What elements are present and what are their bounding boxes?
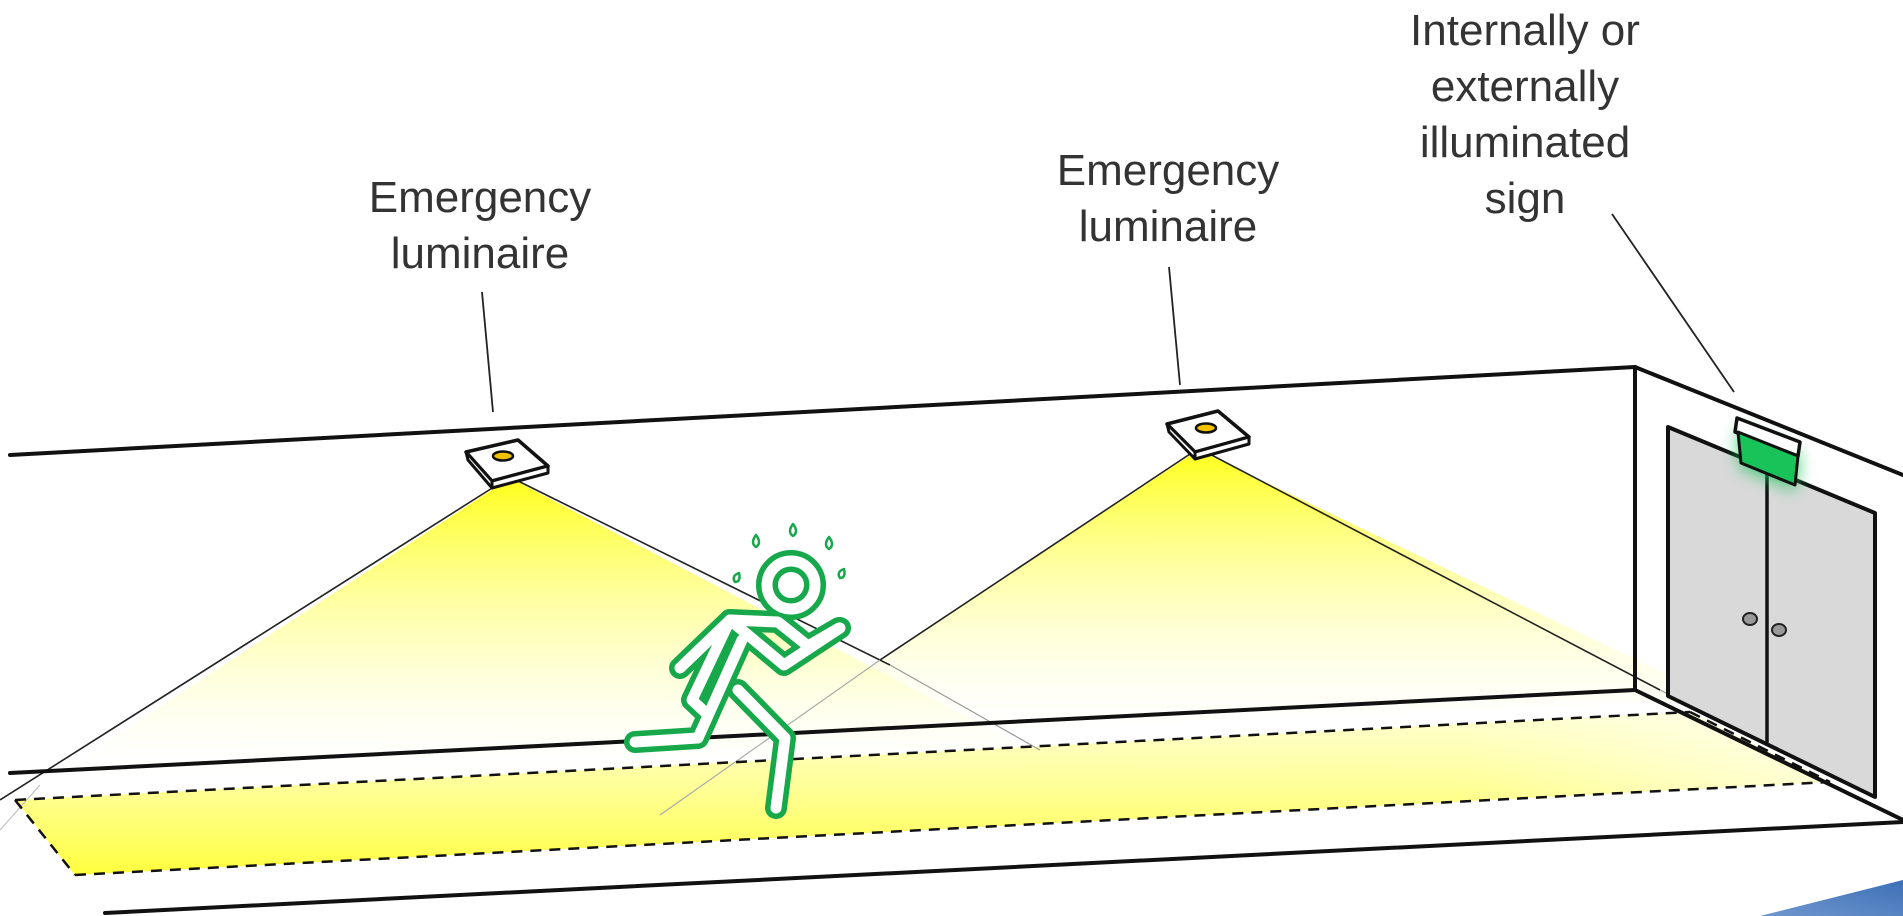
exit-sign-icon xyxy=(1733,416,1802,490)
light-cone-right xyxy=(760,450,1720,740)
illuminated-sign-label: Internally or externally illuminated sig… xyxy=(1410,6,1640,223)
leader-lines xyxy=(481,213,1735,413)
corner-accent xyxy=(1760,880,1903,916)
running-person-icon xyxy=(624,522,851,819)
escape-route-boundary xyxy=(14,710,1831,877)
double-door-icon xyxy=(1666,425,1877,799)
corridor-structure xyxy=(8,365,1903,915)
emergency-luminaire-label-right: Emergency luminaire xyxy=(1056,146,1280,251)
emergency-luminaire-icon xyxy=(1165,409,1251,461)
emergency-luminaire-icon xyxy=(464,438,550,490)
emergency-luminaire-label-left: Emergency luminaire xyxy=(368,173,592,278)
light-cone-left xyxy=(40,478,1040,785)
